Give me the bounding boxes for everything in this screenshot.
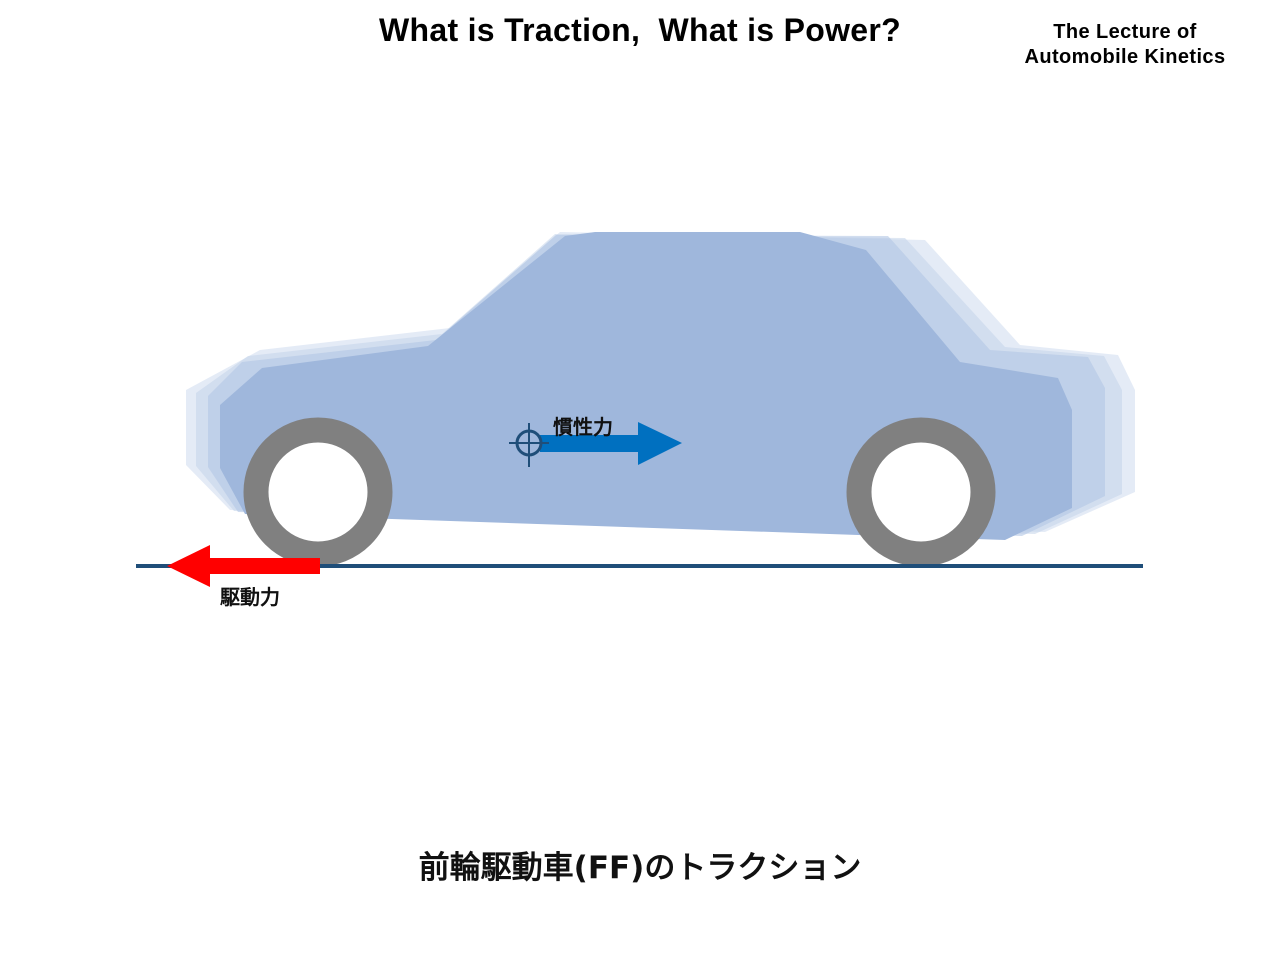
rear-wheel xyxy=(846,417,996,567)
lecture-line-2: Automobile Kinetics xyxy=(1024,46,1226,68)
drive-force-arrow xyxy=(167,545,320,587)
page-title: What is Traction, What is Power? xyxy=(379,12,901,48)
lecture-series-label: The Lecture of Automobile Kinetics xyxy=(990,20,1260,70)
drive-force-label: 駆動力 xyxy=(220,585,280,609)
lecture-line-1: The Lecture of xyxy=(1053,21,1197,43)
inertia-arrow xyxy=(540,422,682,465)
slide-caption: 前輪駆動車(FF)のトラクション xyxy=(418,850,862,886)
center-of-gravity-marker xyxy=(509,423,549,467)
inertia-force-label: 慣性力 xyxy=(553,415,613,439)
front-wheel xyxy=(243,417,393,567)
